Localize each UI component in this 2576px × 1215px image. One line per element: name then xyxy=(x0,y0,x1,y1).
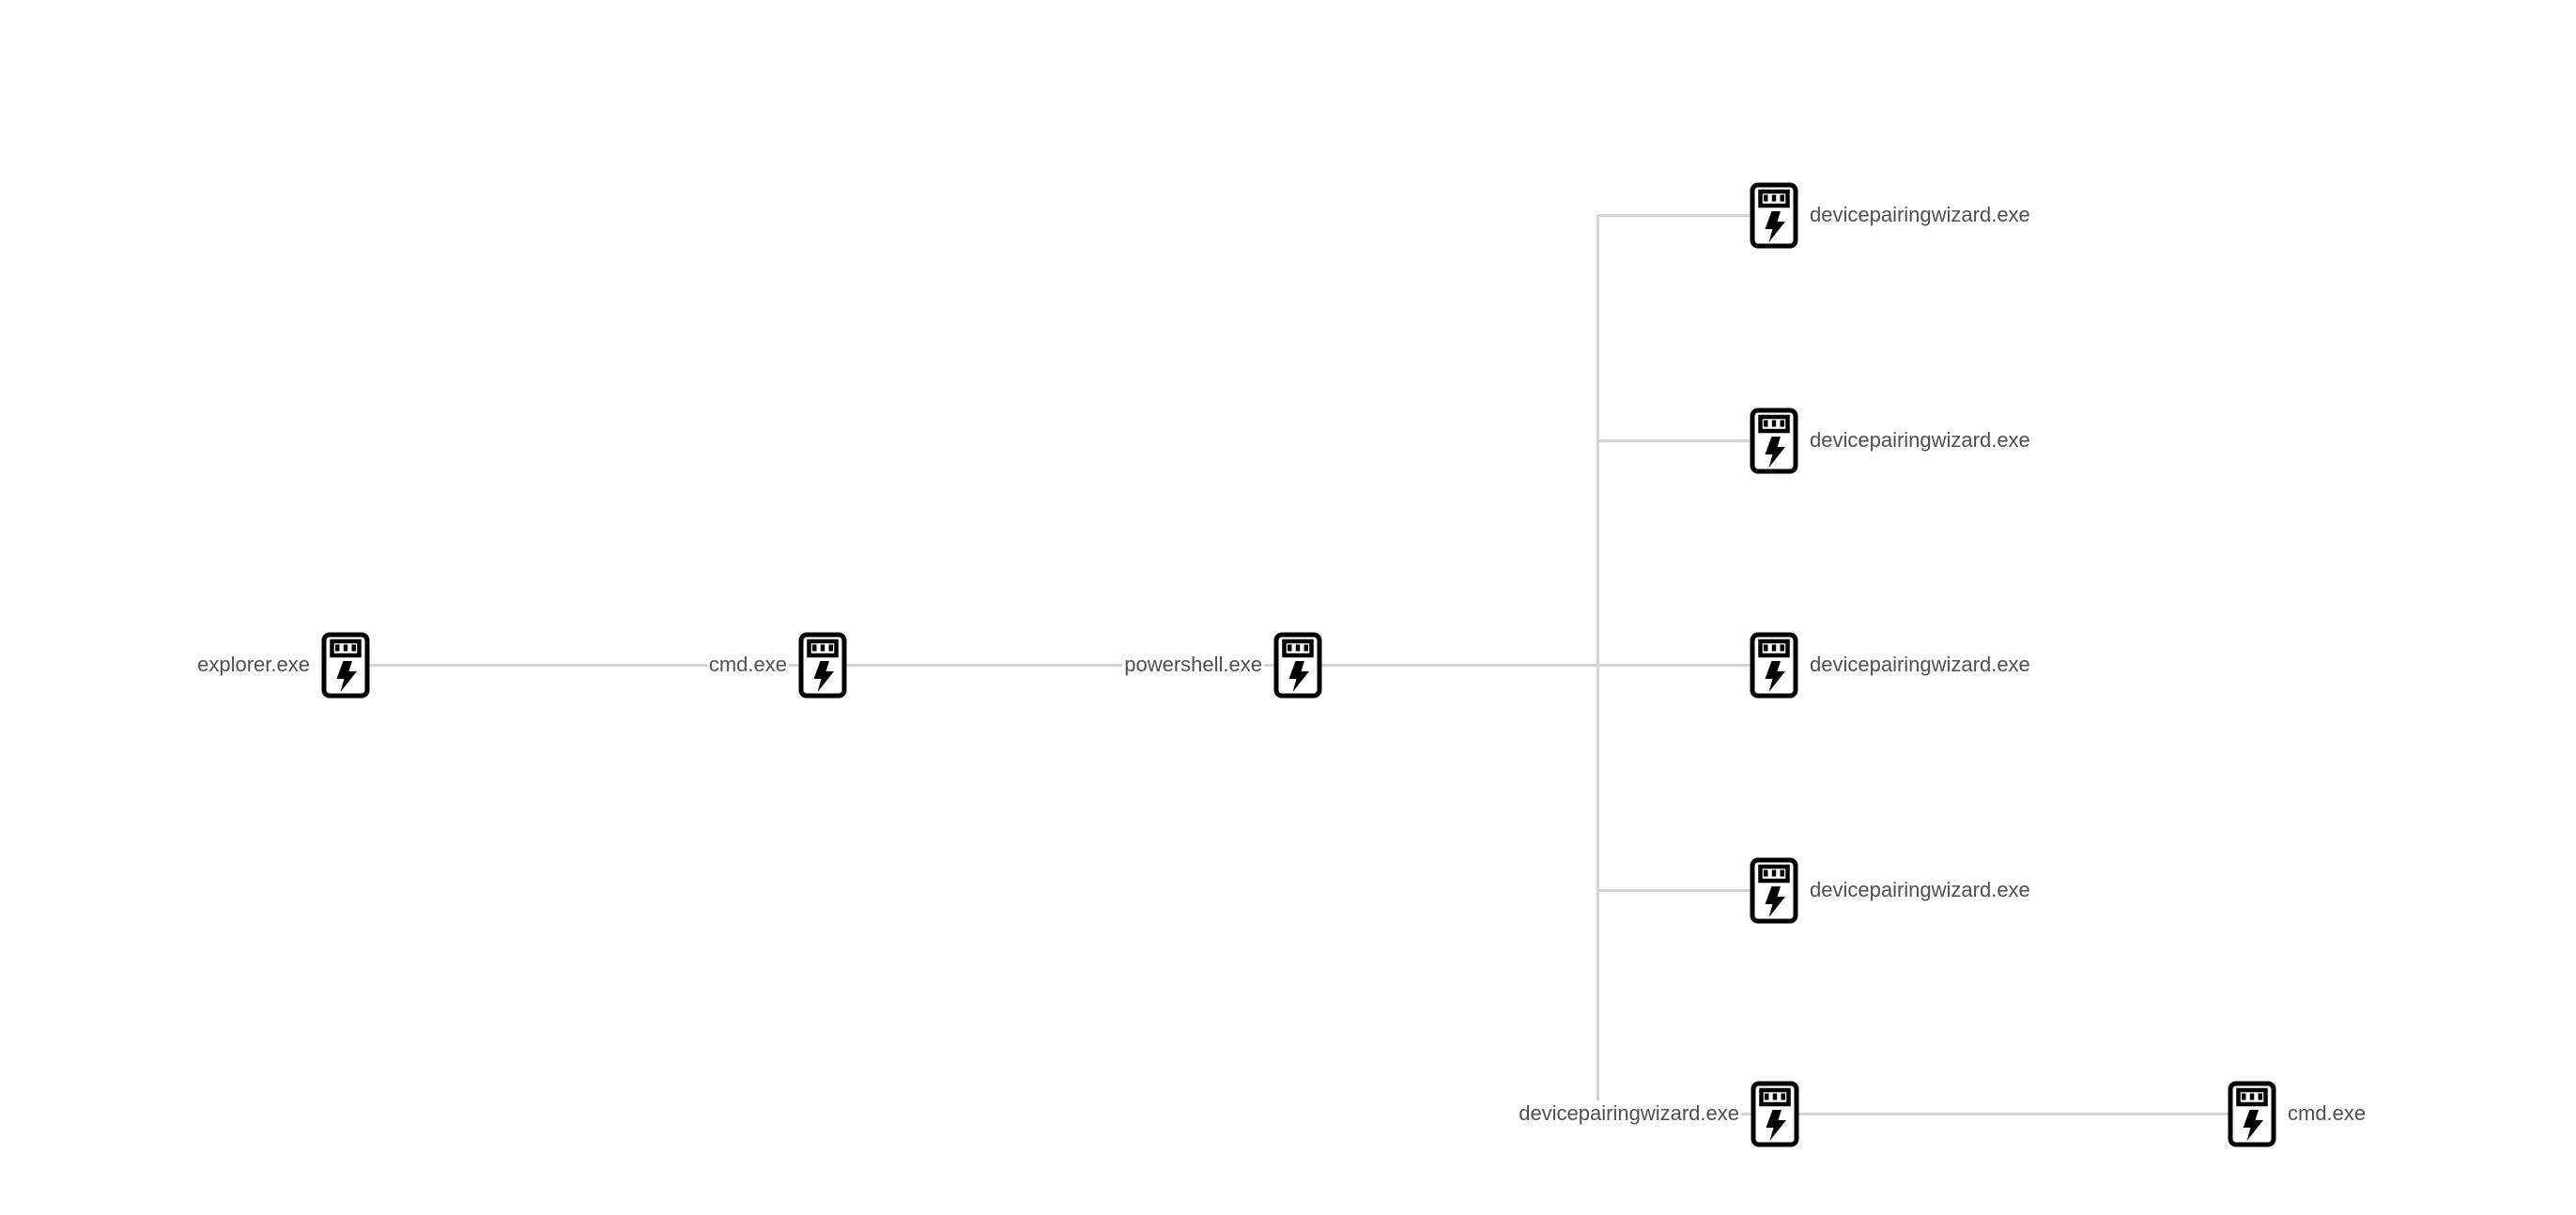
process-icon-glyph xyxy=(1273,632,1322,698)
process-node-cmd1[interactable] xyxy=(798,632,847,699)
process-node-explorer[interactable] xyxy=(321,632,370,699)
process-node-powershell[interactable] xyxy=(1273,632,1322,699)
process-icon-glyph xyxy=(798,632,847,698)
process-icon-glyph xyxy=(1750,182,1798,248)
process-edge xyxy=(1597,438,1774,442)
process-label-powershell: powershell.exe xyxy=(1122,652,1264,678)
process-icon-glyph xyxy=(1750,857,1798,923)
process-icon-glyph xyxy=(1750,408,1798,473)
process-label-dpw4: devicepairingwizard.exe xyxy=(1808,877,2032,903)
process-label-explorer: explorer.exe xyxy=(195,652,312,678)
process-node-dpw5[interactable] xyxy=(1751,1081,1799,1147)
process-node-cmd2[interactable] xyxy=(2228,1081,2276,1147)
process-icon-glyph xyxy=(321,632,370,698)
process-edge xyxy=(823,663,1298,667)
process-node-dpw4[interactable] xyxy=(1750,857,1798,924)
process-edge xyxy=(1596,438,1599,667)
process-label-dpw5: devicepairingwizard.exe xyxy=(1517,1100,1741,1127)
process-icon-glyph xyxy=(2228,1081,2276,1146)
process-icon-glyph xyxy=(1750,632,1798,698)
process-node-dpw1[interactable] xyxy=(1750,182,1798,249)
process-edge xyxy=(1775,1112,2252,1115)
process-label-dpw2: devicepairingwizard.exe xyxy=(1808,427,2032,454)
process-node-dpw3[interactable] xyxy=(1750,632,1798,699)
process-label-cmd2: cmd.exe xyxy=(2286,1100,2368,1127)
process-edge xyxy=(1597,213,1774,217)
process-icon-glyph xyxy=(1751,1081,1799,1146)
process-edge xyxy=(1597,888,1774,892)
process-label-dpw1: devicepairingwizard.exe xyxy=(1808,202,2032,228)
process-edge xyxy=(1596,663,1599,1115)
process-label-cmd1: cmd.exe xyxy=(706,652,789,678)
process-label-dpw3: devicepairingwizard.exe xyxy=(1808,652,2032,678)
process-node-dpw2[interactable] xyxy=(1750,408,1798,474)
process-edge xyxy=(1298,663,1597,667)
process-edge xyxy=(346,663,823,667)
